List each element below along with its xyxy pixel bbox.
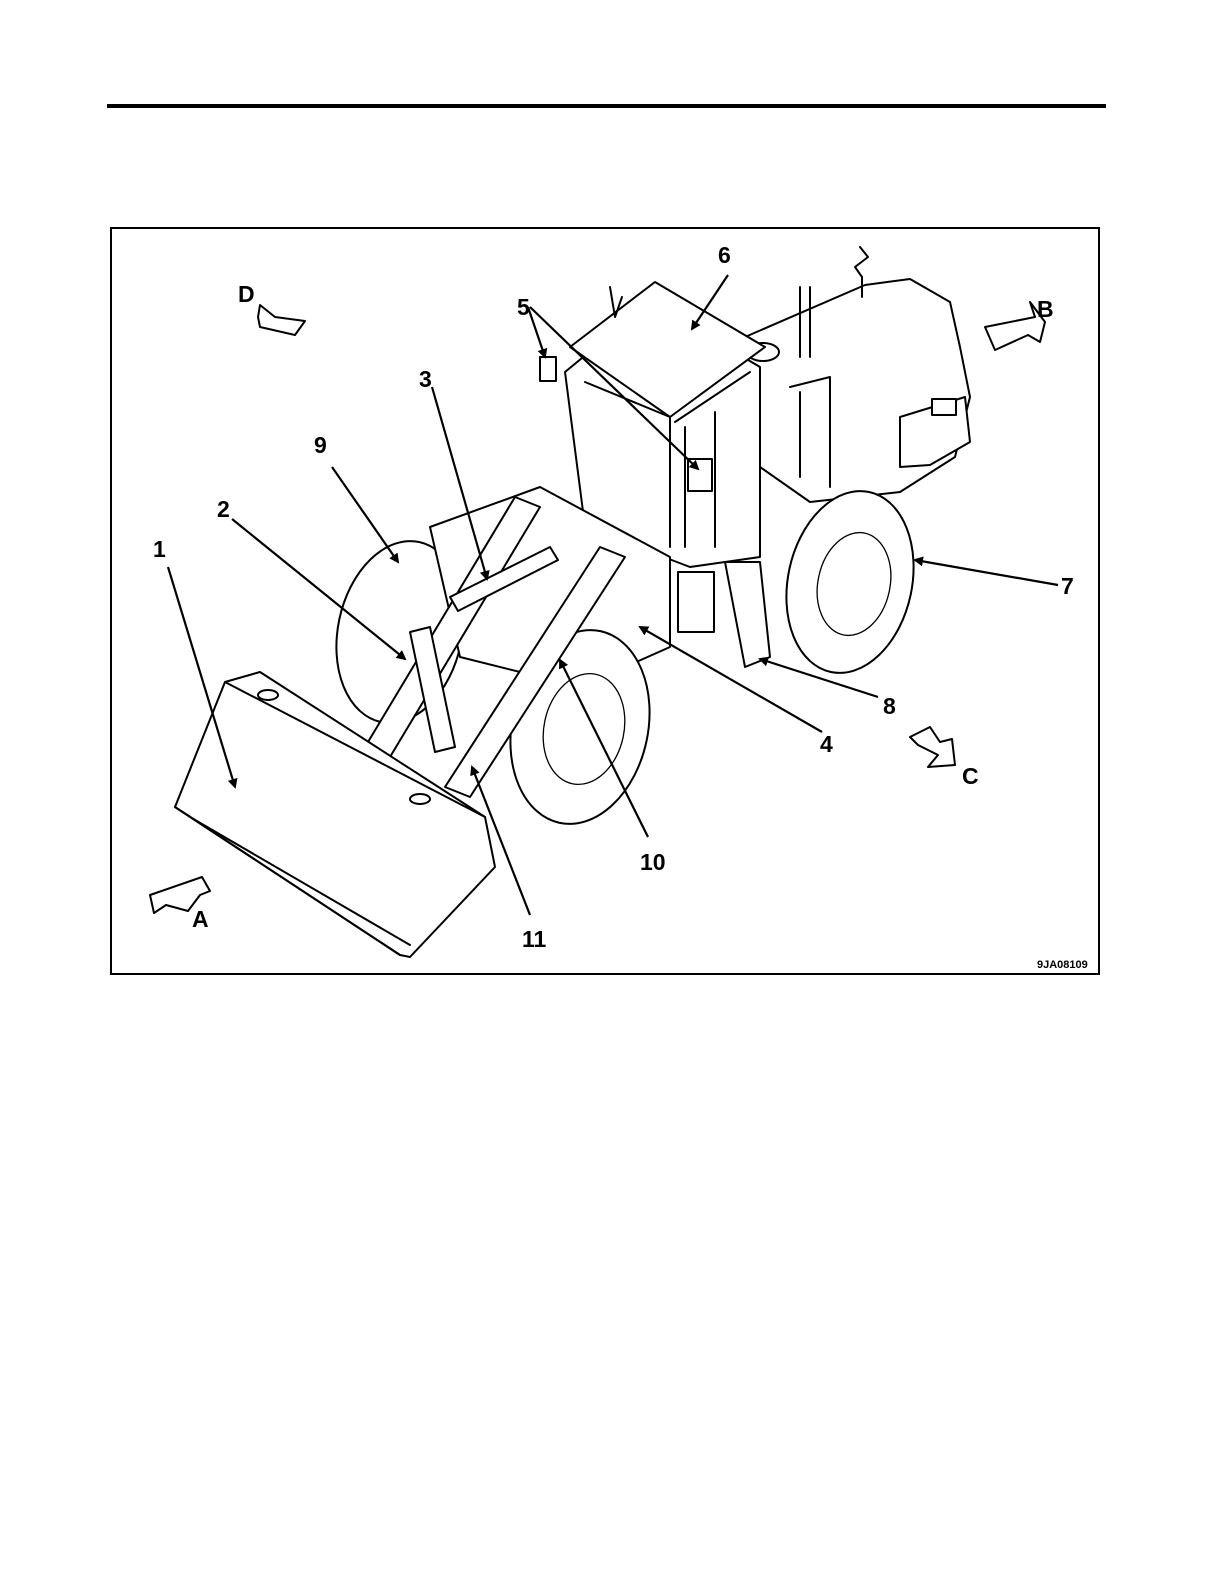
access-ladder bbox=[725, 562, 770, 667]
direction-label-b: B bbox=[1037, 296, 1054, 322]
wheel-loader-illustration bbox=[175, 247, 970, 957]
callout-1: 1 bbox=[153, 536, 166, 562]
callout-8: 8 bbox=[883, 693, 896, 719]
leader-9 bbox=[332, 467, 398, 562]
rear-light bbox=[932, 399, 956, 415]
callout-10: 10 bbox=[640, 849, 666, 875]
leader-4 bbox=[640, 627, 822, 732]
wheel-loader-diagram: A B C D 1 2 3 4 5 6 7 8 9 10 11 bbox=[110, 227, 1100, 975]
figure-code: 9JA08109 bbox=[1037, 959, 1088, 971]
direction-label-d: D bbox=[238, 281, 255, 307]
callout-5: 5 bbox=[517, 294, 530, 320]
bucket-hook-right bbox=[410, 794, 430, 804]
header-rule bbox=[107, 104, 1106, 108]
callout-3: 3 bbox=[419, 366, 432, 392]
engine-hood bbox=[745, 279, 970, 502]
leader-7 bbox=[915, 560, 1058, 585]
callout-11: 11 bbox=[522, 926, 547, 952]
callout-7: 7 bbox=[1061, 573, 1074, 599]
direction-arrow-b: B bbox=[985, 296, 1054, 350]
direction-label-c: C bbox=[962, 763, 979, 789]
direction-label-a: A bbox=[192, 906, 209, 932]
direction-arrow-d: D bbox=[238, 281, 305, 335]
callout-4: 4 bbox=[820, 731, 833, 757]
battery-box bbox=[678, 572, 714, 632]
bucket-hook-left bbox=[258, 690, 278, 700]
callout-9: 9 bbox=[314, 432, 327, 458]
callout-2: 2 bbox=[217, 496, 230, 522]
rear-tire-right bbox=[770, 479, 930, 685]
callout-6: 6 bbox=[718, 242, 731, 268]
left-mirror bbox=[540, 357, 556, 381]
direction-arrow-c: C bbox=[910, 727, 979, 789]
direction-arrow-a: A bbox=[150, 877, 210, 932]
